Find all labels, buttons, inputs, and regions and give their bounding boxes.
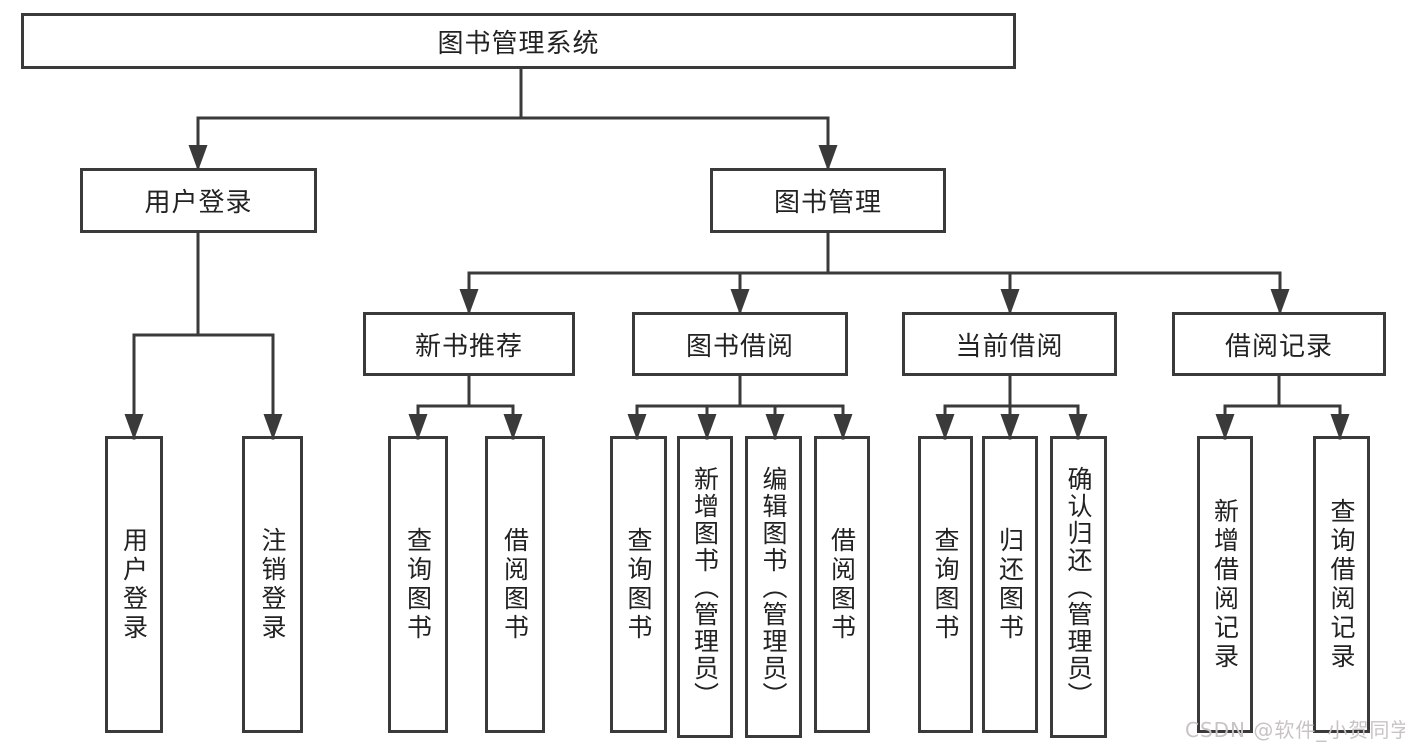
leaf-borrow-books-1: 借阅图书 [485,436,545,733]
csdn-watermark: CSDN @软件_小贺同学 [1185,718,1405,742]
leaf-query-books-3: 查询图书 [918,436,973,733]
leaf-query-books-1: 查询图书 [388,436,448,733]
node-label: 查询图书 [403,526,433,643]
node-library-management-system: 图书管理系统 [21,13,1016,69]
node-label: 查询借阅记录 [1327,497,1356,672]
node-label: 用户登录 [144,188,253,218]
node-label: 查询图书 [624,526,653,643]
node-label: 新书推荐 [414,331,523,362]
node-label: 图书管理系统 [437,28,600,59]
node-current-borrow: 当前借阅 [902,312,1117,376]
leaf-user-login: 用户登录 [105,436,163,733]
node-label: 借阅记录 [1224,331,1333,362]
node-label: 新增借阅记录 [1210,497,1240,672]
node-label: 图书管理 [773,188,882,218]
node-label: 注销登录 [258,526,287,643]
node-label: 查询图书 [931,526,960,643]
leaf-borrow-books-2: 借阅图书 [814,436,870,733]
leaf-add-borrow-record: 新增借阅记录 [1197,436,1253,733]
node-label: 借阅图书 [827,526,857,643]
node-book-borrow: 图书借阅 [632,312,848,376]
leaf-query-books-2: 查询图书 [610,436,667,733]
node-label: 编辑图书（管理员） [759,465,788,709]
leaf-edit-book-admin: 编辑图书（管理员） [745,436,802,738]
node-label: 归还图书 [995,526,1025,643]
node-label: 借阅图书 [500,526,530,643]
leaf-query-borrow-record: 查询借阅记录 [1313,436,1370,733]
leaf-return-book: 归还图书 [982,436,1038,733]
node-label: 新增图书（管理员） [690,465,720,709]
node-label: 确认归还（管理员） [1064,465,1093,709]
node-label: 图书借阅 [685,331,794,362]
leaf-confirm-return-admin: 确认归还（管理员） [1050,436,1107,738]
node-borrow-records: 借阅记录 [1172,312,1386,376]
node-user-login: 用户登录 [80,168,317,233]
node-book-management: 图书管理 [710,168,946,233]
node-new-book-recommend: 新书推荐 [363,312,575,376]
leaf-logout: 注销登录 [242,436,303,733]
node-label: 当前借阅 [955,331,1064,362]
node-label: 用户登录 [119,526,149,643]
leaf-add-book-admin: 新增图书（管理员） [677,436,733,738]
